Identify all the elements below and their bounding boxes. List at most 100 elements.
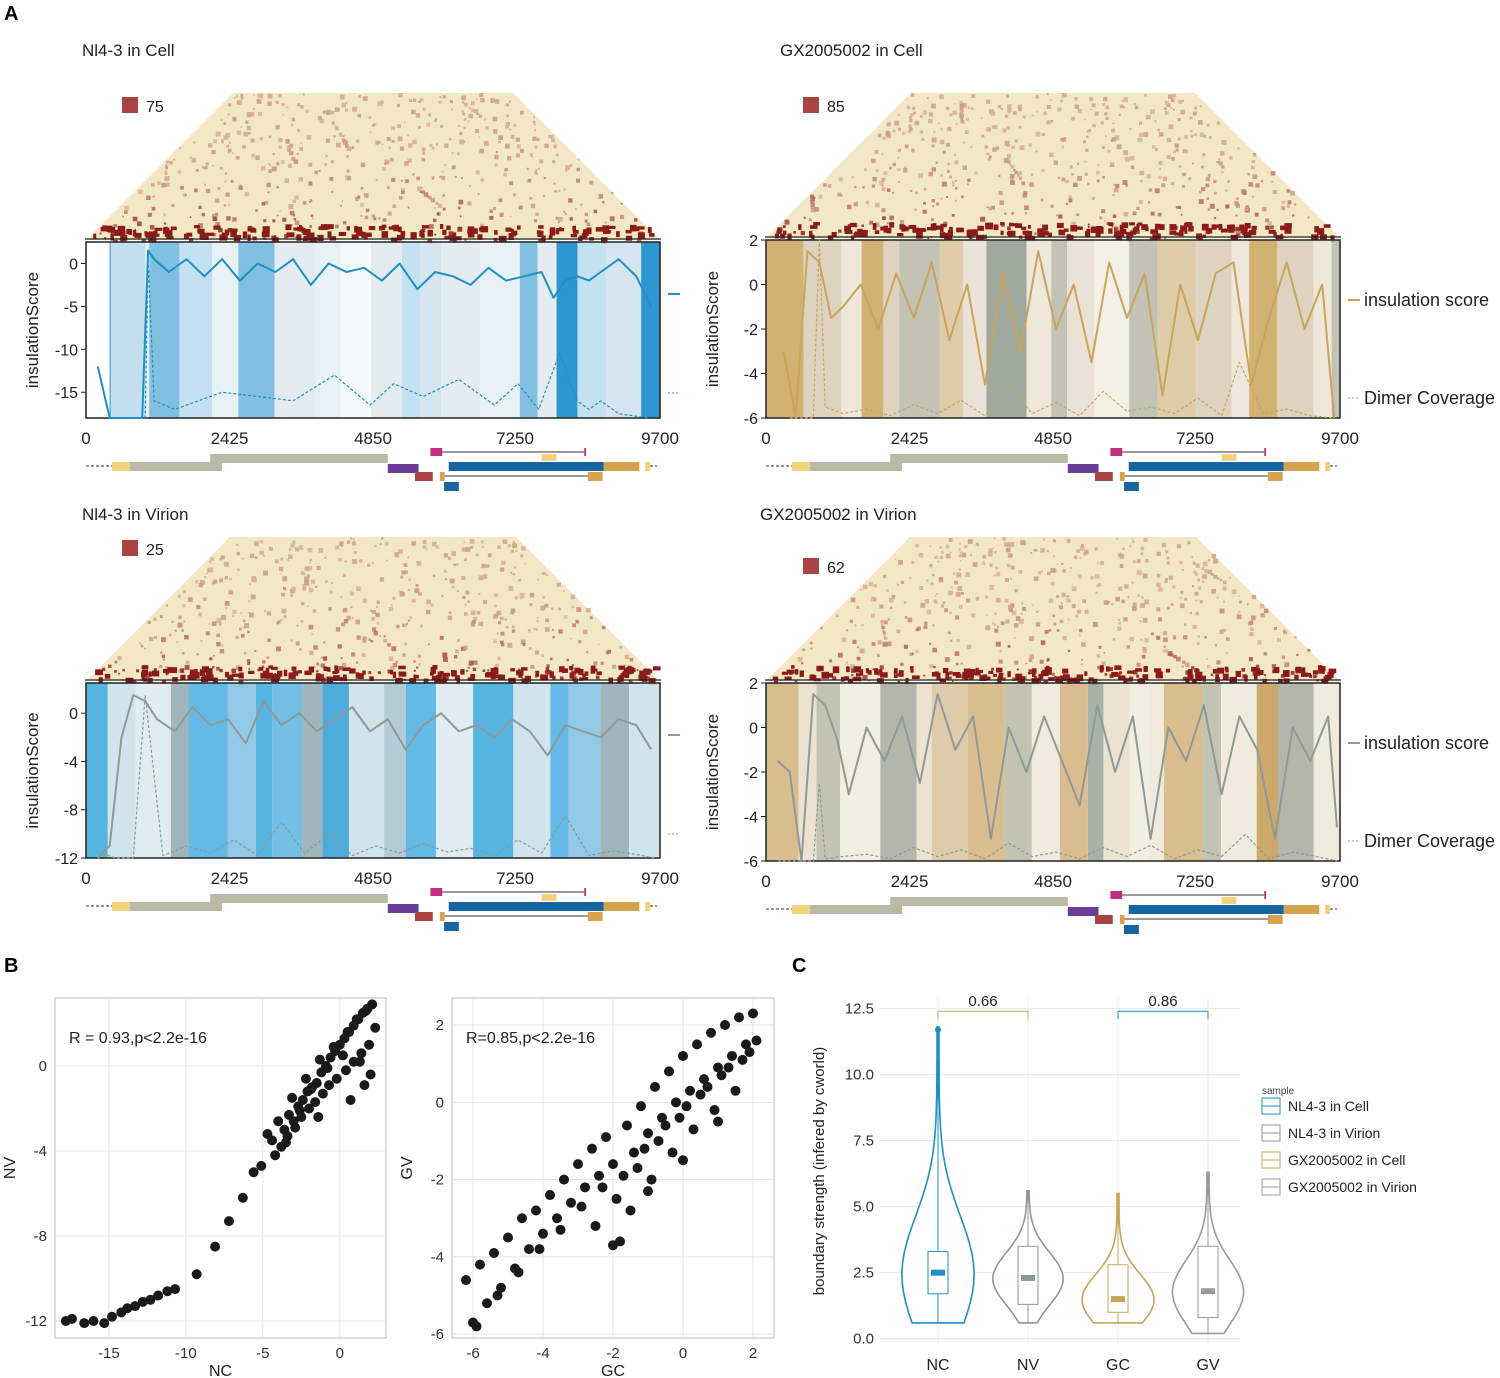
heatmap-pixel xyxy=(1207,173,1211,177)
heatmap-pixel xyxy=(502,539,508,545)
heatmap-pixel xyxy=(1005,547,1011,553)
heatmap-pixel xyxy=(1118,113,1121,116)
heatmap-pixel xyxy=(338,132,343,137)
heatmap-pixel xyxy=(310,579,315,584)
x-tick-label: 9700 xyxy=(1321,872,1359,891)
heatmap-pixel xyxy=(377,671,381,675)
heatmap-pixel xyxy=(308,162,313,167)
heatmap-diagonal-pixel xyxy=(508,678,515,684)
heatmap-pixel xyxy=(827,184,832,188)
heatmap-pixel xyxy=(565,170,568,172)
heatmap-pixel xyxy=(1005,619,1010,624)
heatmap-diagonal-pixel xyxy=(1295,668,1302,672)
heatmap-pixel xyxy=(894,120,900,126)
tad-band xyxy=(1087,683,1104,861)
heatmap-diagonal-pixel xyxy=(975,667,979,672)
genome-vif xyxy=(387,464,419,473)
heatmap-diagonal-pixel xyxy=(1129,222,1135,226)
heatmap-diagonal-pixel xyxy=(213,225,221,230)
genome-env xyxy=(1128,462,1284,471)
heatmap-pixel xyxy=(886,188,891,192)
heatmap-pixel xyxy=(906,105,910,110)
heatmap-pixel xyxy=(99,232,102,235)
heat-legend-value: 25 xyxy=(146,542,164,559)
tad-band xyxy=(1249,240,1278,418)
heatmap-diagonal-pixel xyxy=(454,675,460,680)
heatmap-pixel xyxy=(215,222,220,227)
heatmap-pixel xyxy=(1132,559,1136,564)
y-tick-label: -6 xyxy=(431,1326,444,1343)
heatmap-pixel xyxy=(980,117,983,119)
heatmap-diagonal-pixel xyxy=(1273,231,1277,238)
heatmap-diagonal-pixel xyxy=(326,676,332,683)
heatmap-pixel xyxy=(970,554,972,557)
heatmap-diagonal-pixel xyxy=(1301,672,1308,677)
heatmap-diagonal-pixel xyxy=(548,235,553,240)
heatmap-pixel xyxy=(1216,160,1219,164)
heatmap-pixel xyxy=(966,644,972,650)
heatmap-diagonal-pixel xyxy=(569,665,574,671)
heatmap-pixel xyxy=(309,650,314,656)
heatmap-pixel xyxy=(457,124,460,127)
heatmap-pixel xyxy=(1221,629,1224,632)
heatmap-pixel xyxy=(1252,174,1258,180)
heatmap-pixel xyxy=(1049,152,1054,158)
heatmap-pixel xyxy=(185,193,187,196)
genome-ltr-5 xyxy=(792,462,810,471)
heatmap-pixel xyxy=(371,561,374,564)
heatmap-pixel xyxy=(1061,93,1067,98)
scatter-point xyxy=(622,1120,632,1131)
genome-tat2 xyxy=(1264,448,1267,456)
heatmap-pixel xyxy=(1136,570,1142,576)
heatmap-pixel xyxy=(204,165,208,170)
heatmap-diagonal-pixel xyxy=(618,665,625,670)
heatmap-diagonal-pixel xyxy=(342,667,351,672)
heatmap-pixel xyxy=(959,108,964,113)
heatmap-pixel xyxy=(1084,160,1087,163)
heatmap-pixel xyxy=(251,153,256,158)
heatmap-pixel xyxy=(296,624,299,627)
heatmap-pixel xyxy=(1187,541,1191,545)
heatmap-pixel xyxy=(1007,553,1013,558)
heatmap-pixel xyxy=(1067,649,1071,653)
heatmap-pixel xyxy=(137,189,143,195)
heatmap-pixel xyxy=(409,616,412,619)
heatmap-pixel xyxy=(254,556,258,560)
scatter-point xyxy=(99,1318,110,1329)
heatmap-pixel xyxy=(1040,198,1044,202)
scatter-point xyxy=(737,1054,748,1065)
heatmap-pixel xyxy=(330,160,334,164)
heatmap-pixel xyxy=(459,131,463,136)
legend-label: NL4-3 in Cell xyxy=(1288,1098,1369,1114)
heatmap-pixel xyxy=(228,103,232,107)
heatmap-pixel xyxy=(1184,149,1189,154)
heatmap-pixel xyxy=(1047,571,1051,576)
heatmap-diagonal-pixel xyxy=(569,672,575,679)
heatmap-pixel xyxy=(1219,608,1225,614)
heatmap-pixel xyxy=(931,144,935,148)
heatmap-pixel xyxy=(861,224,865,227)
legend-label-dimer: Dimer Coverage xyxy=(1364,388,1495,408)
heatmap-pixel xyxy=(879,180,884,186)
heatmap-diagonal-pixel xyxy=(518,672,523,678)
heatmap-pixel xyxy=(918,553,924,558)
heatmap-background xyxy=(86,93,660,240)
heatmap-pixel xyxy=(884,637,888,641)
heatmap-pixel xyxy=(932,647,938,653)
dimer-coverage-line xyxy=(97,694,655,859)
heatmap-pixel xyxy=(1294,636,1297,639)
heatmap-pixel xyxy=(287,148,291,153)
heatmap-pixel xyxy=(1046,630,1049,633)
heatmap-diagonal-pixel xyxy=(1127,670,1135,674)
heatmap-pixel xyxy=(948,590,953,596)
x-tick-label: 7250 xyxy=(496,429,534,448)
heatmap-diagonal-pixel xyxy=(1142,674,1149,681)
heatmap-pixel xyxy=(1144,599,1150,605)
scatter-point xyxy=(337,1050,348,1061)
heatmap-pixel xyxy=(227,151,230,154)
heatmap-pixel xyxy=(1105,116,1109,120)
heatmap-diagonal-pixel xyxy=(286,232,295,238)
heatmap-pixel xyxy=(302,572,306,576)
heatmap-pixel xyxy=(1056,629,1060,632)
heatmap-pixel xyxy=(1246,603,1249,606)
